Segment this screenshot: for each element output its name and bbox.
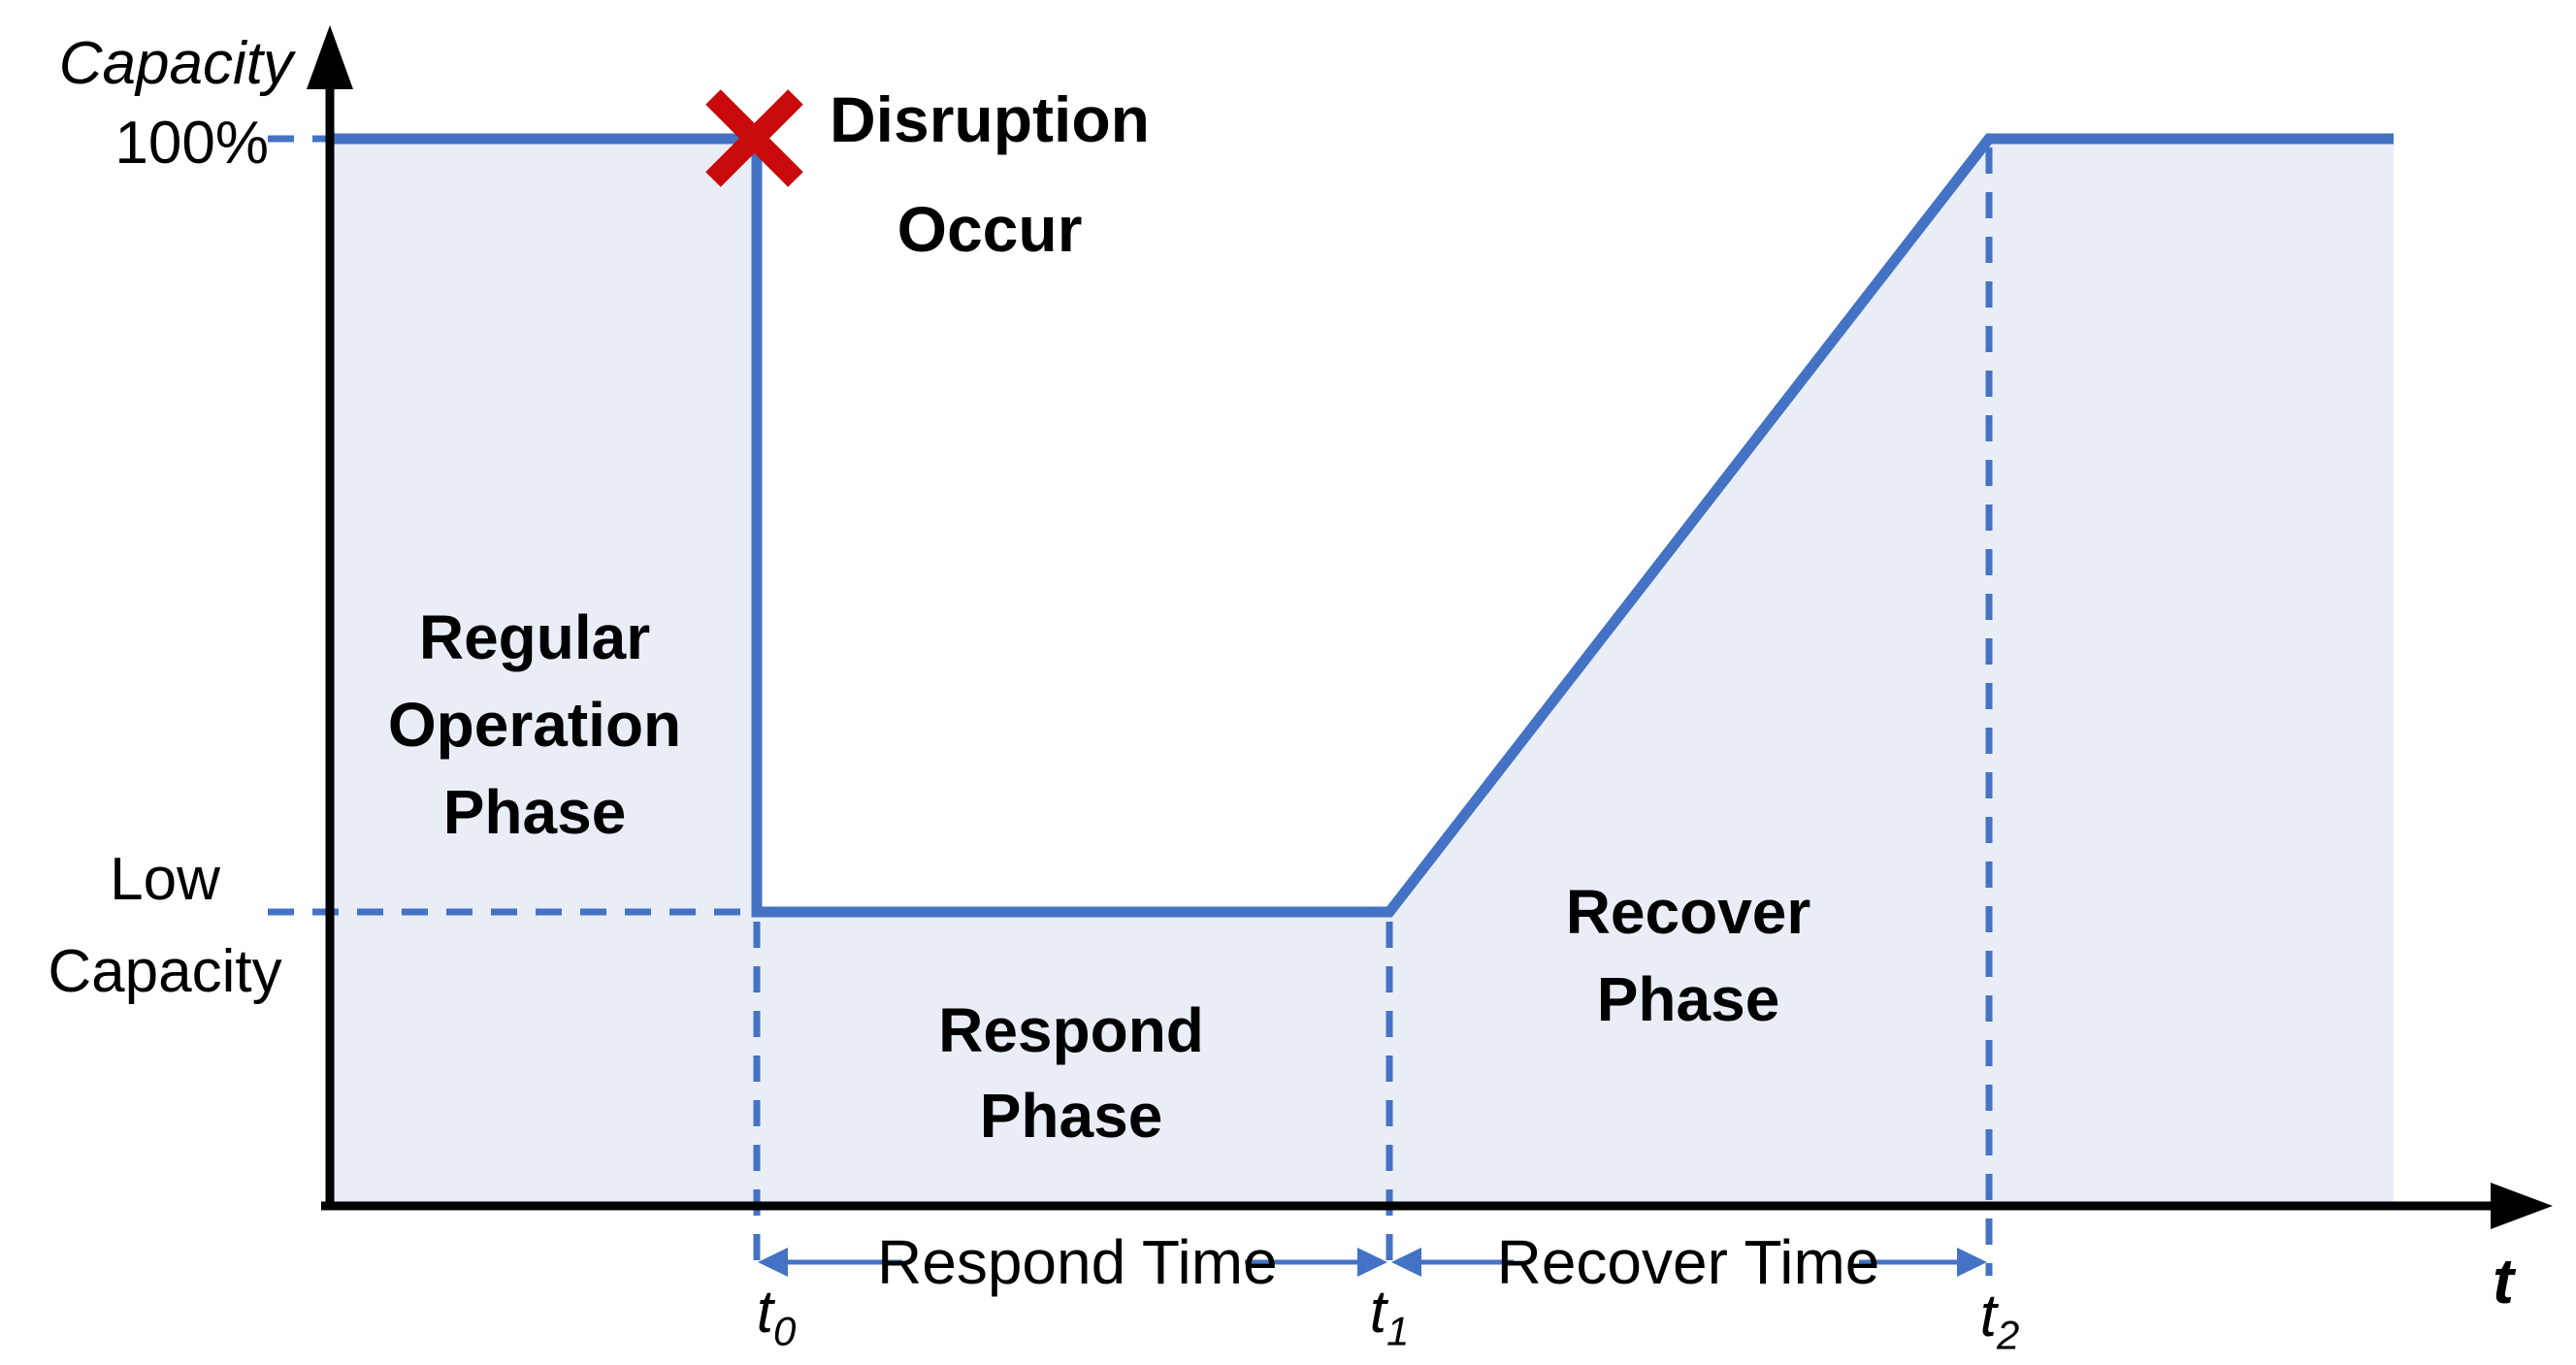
x-tick-t0: t0 bbox=[728, 1278, 825, 1351]
x-tick-t1-sub: 1 bbox=[1386, 1308, 1410, 1354]
respond-time-arrowhead-left-icon bbox=[758, 1248, 788, 1277]
x-tick-t0-base: t bbox=[756, 1279, 773, 1346]
recover-time-arrowhead-right-icon bbox=[1957, 1248, 1987, 1277]
regular-operation-phase-line1: Regular bbox=[418, 602, 651, 672]
x-axis-label: t bbox=[2493, 1245, 2514, 1316]
respond-time-arrowhead-right-icon bbox=[1357, 1248, 1387, 1277]
low-capacity-label: Low Capacity bbox=[34, 833, 296, 1018]
x-tick-t2-base: t bbox=[1979, 1283, 1997, 1349]
regular-operation-phase-line2: Operation bbox=[387, 690, 682, 760]
y-axis-label: Capacity bbox=[58, 30, 293, 97]
x-tick-t1-base: t bbox=[1369, 1279, 1386, 1346]
regular-operation-phase-line3: Phase bbox=[442, 777, 627, 847]
recover-time-arrowhead-left-icon bbox=[1391, 1248, 1421, 1277]
x-tick-t1: t1 bbox=[1341, 1278, 1438, 1351]
disruption-occur-label: Disruption Occur bbox=[796, 65, 1184, 284]
x-tick-t2-sub: 2 bbox=[1996, 1312, 2020, 1358]
disruption-x-icon bbox=[705, 89, 803, 187]
capacity-area-fill bbox=[334, 144, 2394, 1202]
disruption-occur-label-line2: Occur bbox=[897, 193, 1083, 265]
respond-phase-label-line2: Phase bbox=[979, 1081, 1163, 1151]
recover-phase-label: Recover Phase bbox=[1494, 868, 1882, 1043]
recover-phase-label-line2: Phase bbox=[1596, 964, 1780, 1034]
respond-phase-label: Respond Phase bbox=[877, 988, 1265, 1158]
disruption-occur-label-line1: Disruption bbox=[830, 83, 1150, 155]
capacity-curve-line bbox=[334, 133, 2394, 918]
recover-phase-label-line1: Recover bbox=[1565, 877, 1811, 947]
y-axis-arrowhead-icon bbox=[307, 25, 353, 89]
low-capacity-label-line2: Capacity bbox=[48, 938, 282, 1005]
x-axis-arrowhead-icon bbox=[2491, 1183, 2553, 1229]
x-tick-t0-sub: 0 bbox=[772, 1308, 797, 1354]
regular-operation-phase-label: Regular Operation Phase bbox=[341, 594, 729, 856]
respond-phase-label-line1: Respond bbox=[938, 995, 1204, 1065]
respond-time-label: Respond Time bbox=[877, 1227, 1278, 1297]
recover-time-label: Recover Time bbox=[1496, 1227, 1880, 1297]
x-tick-t2: t2 bbox=[1946, 1282, 2053, 1355]
low-capacity-label-line1: Low bbox=[110, 846, 220, 913]
y-tick-100-label: 100% bbox=[114, 110, 269, 177]
